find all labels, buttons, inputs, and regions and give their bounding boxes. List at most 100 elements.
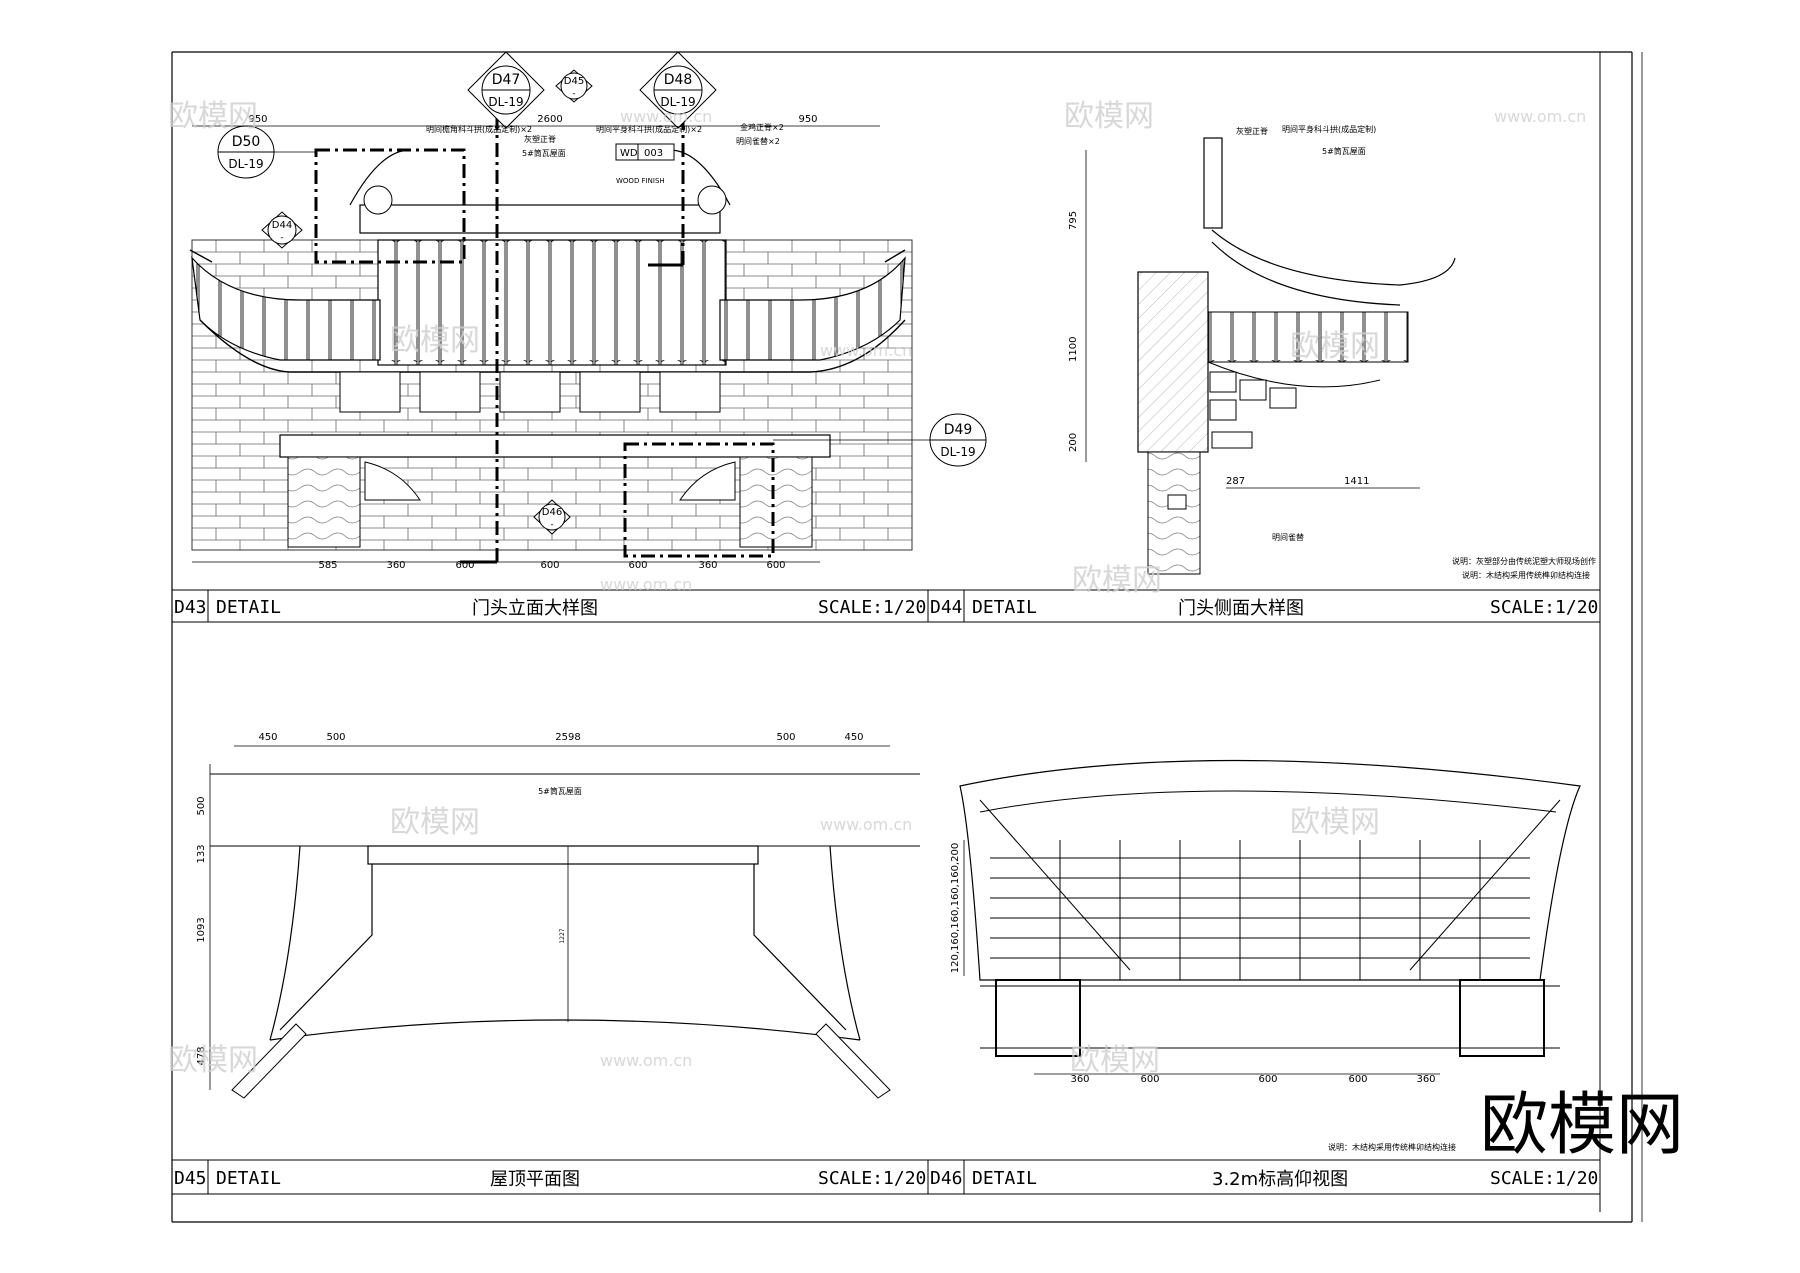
dim-label: 478 [196,1046,207,1065]
watermark-brand: 欧模网 [1290,805,1380,840]
dim-label: 600 [1348,1074,1367,1085]
dim-label: 500 [776,732,795,743]
dim-label: 500 [196,796,207,815]
note-label: 明间檐角科斗拱(成品定制)×2 [426,124,532,134]
watermark-brand: 欧模网 [390,805,480,840]
callout-ref: DL-19 [488,95,523,109]
dim-label: 360 [1070,1074,1089,1085]
remark-text: 说明：灰塑部分由传统泥塑大师现场创作 [1452,556,1596,566]
callout-d50 [217,125,316,179]
d43-elevation [189,62,913,564]
dim-label: 600 [766,560,785,571]
watermark-brand: 欧模网 [168,99,258,134]
callout-d49 [773,413,987,467]
wd-tag: WD 003 [615,143,675,161]
dim-label: 585 [318,560,337,571]
d46-ceiling-view [959,759,1581,1075]
callout-code: D45 [564,76,584,87]
dim-label: 287 [1226,476,1245,487]
dim-label: 360 [698,560,717,571]
panel-kind: DETAIL [216,1168,281,1189]
note-label: 5#筒瓦屋面 [522,148,566,158]
panel-scale: SCALE:1/20 [1490,1168,1598,1189]
note-label: 5#筒瓦屋面 [1322,146,1366,156]
panel-scale: SCALE:1/20 [818,1168,926,1189]
watermark-brand: 欧模网 [390,323,480,358]
watermark-brand: 欧模网 [1290,329,1380,364]
d45-roof-plan [209,745,920,1099]
watermark-site: www.om.cn [600,1051,692,1070]
dim-label: 133 [196,844,207,863]
title-bars [172,589,1600,1195]
panel-code: D43 [174,597,207,618]
note-label: 明间雀替×2 [736,136,780,146]
panel-kind: DETAIL [216,597,281,618]
note-label: 明间雀替 [1272,532,1304,542]
note-label: 灰塑正脊 [1236,126,1268,136]
dim-label: 600 [455,560,474,571]
panel-title: 3.2m标高仰视图 [1212,1169,1348,1190]
callout-d45-small [555,69,593,103]
remark-text: 说明：木结构采用传统榫卯结构连接 [1328,1142,1456,1152]
watermark-brand: 欧模网 [168,1043,258,1078]
panel-code: D46 [930,1168,963,1189]
callout-ref: - [280,233,283,243]
note-label: 5#筒瓦屋面 [538,786,582,796]
note-label: WOOD FINISH [616,177,665,185]
dim-label: 450 [844,732,863,743]
callout-ref: - [572,89,575,99]
panel-code: D44 [930,597,963,618]
watermark-site: www.om.cn [1494,107,1586,126]
dim-label: 950 [248,114,267,125]
dim-label: 2598 [555,732,580,743]
dim-label: 360 [1416,1074,1435,1085]
sheet-frame [171,51,1643,1223]
panel-title: 门头立面大样图 [472,598,598,619]
dim-label: 600 [1258,1074,1277,1085]
callout-code: D47 [492,72,521,88]
remark-text: 说明：木结构采用传统榫卯结构连接 [1462,570,1590,580]
callout-d48 [639,51,717,129]
watermark-site: www.om.cn [820,815,912,834]
dim-label: 2600 [537,114,562,125]
d43-callouts [217,51,987,535]
callout-code: D50 [232,134,261,150]
watermark-brand: 欧模网 [1070,1043,1160,1078]
panel-code: D45 [174,1168,207,1189]
note-label: 明间平身科斗拱(成品定制) [1282,124,1376,134]
panel-title: 门头侧面大样图 [1178,598,1304,619]
dim-label: 1100 [1068,337,1079,362]
panel-kind: DETAIL [972,597,1037,618]
callout-d46-small [533,499,571,535]
callout-d47 [467,51,545,129]
watermark-logo: 欧模网 [1480,1086,1684,1165]
watermark-site: www.om.cn [820,341,912,360]
dim-label: 600 [540,560,559,571]
note-label: 明间平身科斗拱(成品定制)×2 [596,124,702,134]
callout-code: D49 [944,422,973,438]
callout-d44-small [261,211,303,249]
dim-label: 360 [386,560,405,571]
dim-label: 795 [1068,211,1079,230]
panel-title: 屋顶平面图 [490,1169,580,1190]
callout-ref: DL-19 [940,445,975,459]
dim-label: 1411 [1344,476,1369,487]
dim-label: 120,160,160,160,160,200 [950,843,961,973]
watermark-site: www.om.cn [620,107,712,126]
watermark-brand: 欧模网 [1064,99,1154,134]
callout-ref: DL-19 [228,157,263,171]
watermark-brand: 欧模网 [1072,563,1162,598]
dim-label: 450 [258,732,277,743]
callout-code: D48 [664,72,693,88]
watermark-site: www.om.cn [600,575,692,594]
d44-side-elevation [1085,137,1456,575]
callout-code: D46 [542,507,562,518]
callout-code: D44 [272,220,292,231]
tag-num: 003 [644,148,663,159]
tag-code: WD [620,148,638,159]
dim-label: 950 [798,114,817,125]
dim-label: 600 [628,560,647,571]
dim-label: 1227 [559,928,566,943]
dim-label: 1093 [196,917,207,942]
